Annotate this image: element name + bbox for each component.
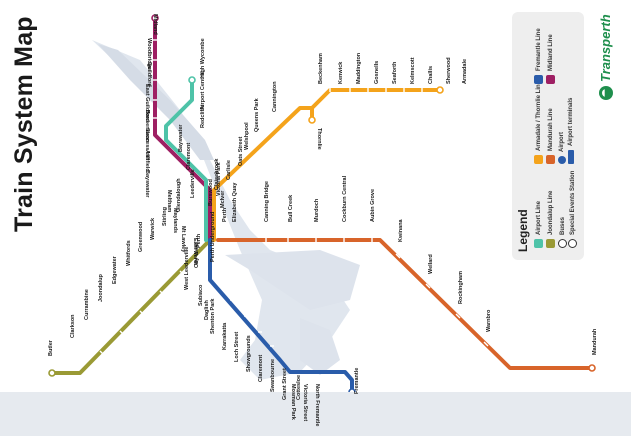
station-label-armadale-3[interactable]: Gosnells: [374, 60, 380, 84]
station-label-fremantle-5[interactable]: Shenton Park: [210, 298, 216, 334]
station-label-mandurah-7[interactable]: Wellard: [428, 254, 434, 274]
station-label-fremantle-11[interactable]: Grant Street: [282, 368, 288, 400]
legend-item-airport: Airport Line: [534, 201, 543, 248]
station-label-joondalup-4[interactable]: Edgewater: [112, 256, 118, 284]
station-label-fremantle-7[interactable]: Loch Street: [234, 331, 240, 362]
river-south: [300, 318, 340, 375]
station-label-mandurah-9[interactable]: Warnbro: [486, 309, 492, 332]
fremantle-line-swatch: [534, 75, 543, 84]
mandurah-line-swatch: [546, 155, 555, 164]
station-label-joondalup-10[interactable]: Leederville: [190, 169, 196, 198]
station-label-joondalup-8[interactable]: Stirling: [162, 207, 168, 226]
airport-icon: [558, 156, 566, 164]
station-label-joondalup-11[interactable]: Perth Underground: [210, 211, 216, 262]
station-label-fremantle-6[interactable]: Karrakatta: [222, 322, 228, 350]
midland-line-swatch: [546, 75, 555, 84]
map-title: Train System Map: [10, 16, 38, 232]
station-label-midland-7[interactable]: Bayswater: [144, 170, 150, 198]
legend-item-mandurah: Mandurah Line: [546, 108, 555, 164]
airport-line: [164, 78, 208, 242]
joondalup-line: [50, 238, 212, 375]
station-label-mandurah-1[interactable]: Canning Bridge: [264, 181, 270, 222]
legend-item-fremantle: Fremantle Line: [534, 28, 543, 84]
footer-band: [0, 392, 631, 436]
station-label-joondalup-7[interactable]: Warwick: [150, 217, 156, 240]
station-label-midland-6[interactable]: Ashfield: [144, 150, 150, 172]
station-label-fremantle-2[interactable]: West Leederville: [184, 246, 190, 290]
river-shape: [92, 40, 350, 380]
station-label-armadale-7[interactable]: Sherwood: [446, 57, 452, 84]
station-ticks: [99, 39, 489, 356]
station-label-joondalup-9[interactable]: Glendalough: [176, 178, 182, 212]
station-label-armadale-11[interactable]: Welshpool: [244, 122, 250, 150]
station-label-central-1[interactable]: McIver: [220, 190, 226, 208]
station-label-armadale-10[interactable]: Queens Park: [254, 98, 260, 132]
station-label-fremantle-1[interactable]: City West: [194, 243, 200, 268]
station-label-fremantle-10[interactable]: Swanbourne: [270, 358, 276, 392]
station-label-armadale-8[interactable]: Armadale: [462, 58, 468, 84]
river-estuary: [225, 250, 360, 310]
station-label-mandurah-2[interactable]: Bull Creek: [288, 194, 294, 222]
station-label-armadale-6[interactable]: Challis: [428, 65, 434, 84]
legend: Legend Airport Line Joondalup Line Armad…: [512, 12, 584, 260]
legend-item-airport-symbol: Airport: [558, 132, 566, 164]
station-label-armadale-9[interactable]: Cannington: [272, 81, 278, 112]
station-label-armadale-1[interactable]: Kenwick: [338, 61, 344, 84]
station-label-armadale-0[interactable]: Beckenham: [318, 53, 324, 84]
station-label-joondalup-0[interactable]: Butler: [48, 340, 54, 356]
brand[interactable]: Transperth: [598, 14, 613, 100]
legend-title: Legend: [516, 209, 530, 252]
joondalup-line-swatch: [546, 239, 555, 248]
legend-item-midland: Midland Line: [546, 34, 555, 84]
armadale-line: [212, 88, 442, 242]
station-label-midland-0[interactable]: Midland: [152, 14, 158, 35]
special-events-icon: [568, 239, 577, 248]
station-label-central-2[interactable]: Perth: [222, 207, 228, 222]
bus-icon: [558, 239, 567, 248]
station-label-airport-2[interactable]: Redcliffe: [200, 104, 206, 128]
mandurah-line: [216, 238, 594, 370]
station-label-fremantle-16[interactable]: Fremantle: [354, 367, 360, 394]
midland-line: [153, 16, 212, 242]
station-label-mandurah-5[interactable]: Aubin Grove: [370, 188, 376, 222]
station-label-mandurah-8[interactable]: Rockingham: [458, 270, 464, 304]
station-label-fremantle-14[interactable]: Victoria Street: [302, 384, 308, 422]
brand-name: Transperth: [598, 14, 613, 82]
station-label-airport-4[interactable]: Claremont: [186, 142, 192, 170]
airport-terminals-icon: [568, 150, 574, 164]
station-label-mandurah-10[interactable]: Mandurah: [592, 328, 598, 355]
station-label-fremantle-8[interactable]: Showgrounds: [246, 335, 252, 372]
station-label-joondalup-3[interactable]: Joondalup: [98, 274, 104, 302]
station-label-armadale-2[interactable]: Maddington: [356, 52, 362, 84]
airport-line-swatch: [534, 239, 543, 248]
armadale-line-swatch: [534, 155, 543, 164]
legend-item-joondalup: Joondalup Line: [546, 191, 555, 248]
station-label-armadale-4[interactable]: Seaforth: [392, 61, 398, 84]
station-label-central-0[interactable]: Claisebrook: [214, 158, 220, 190]
station-label-mandurah-6[interactable]: Kwinana: [398, 219, 404, 242]
station-label-joondalup-6[interactable]: Greenwood: [138, 221, 144, 252]
legend-item-buses: Buses: [558, 217, 567, 248]
station-label-mandurah-4[interactable]: Cockburn Central: [342, 175, 348, 222]
station-label-armadale-13[interactable]: Carlisle: [226, 160, 232, 180]
station-label-fremantle-13[interactable]: Mosman Park: [290, 384, 296, 420]
legend-item-airport-terminals: Airport terminals: [568, 98, 574, 164]
station-label-joondalup-1[interactable]: Clarkson: [70, 314, 76, 338]
station-label-armadale-12[interactable]: Oats Street: [238, 136, 244, 166]
station-label-fremantle-15[interactable]: North Fremantle: [314, 384, 320, 427]
station-label-fremantle-9[interactable]: Claremont: [258, 354, 264, 382]
legend-item-armadale: Armadale / Thornlie Line: [534, 81, 543, 164]
station-label-armadale-16[interactable]: Thornlie: [316, 128, 322, 150]
station-label-armadale-5[interactable]: Kelmscott: [410, 57, 416, 84]
fremantle-line: [208, 238, 354, 394]
station-label-joondalup-2[interactable]: Currambine: [84, 289, 90, 320]
legend-item-special-events: Special Events Station: [568, 171, 577, 248]
transperth-logo-icon: [598, 86, 613, 100]
station-label-mandurah-3[interactable]: Murdoch: [314, 198, 320, 222]
station-label-joondalup-5[interactable]: Whitfords: [126, 240, 132, 266]
station-label-airport-3[interactable]: Bayswater: [178, 124, 184, 152]
station-label-mandurah-0[interactable]: Elizabeth Quay: [232, 182, 238, 222]
